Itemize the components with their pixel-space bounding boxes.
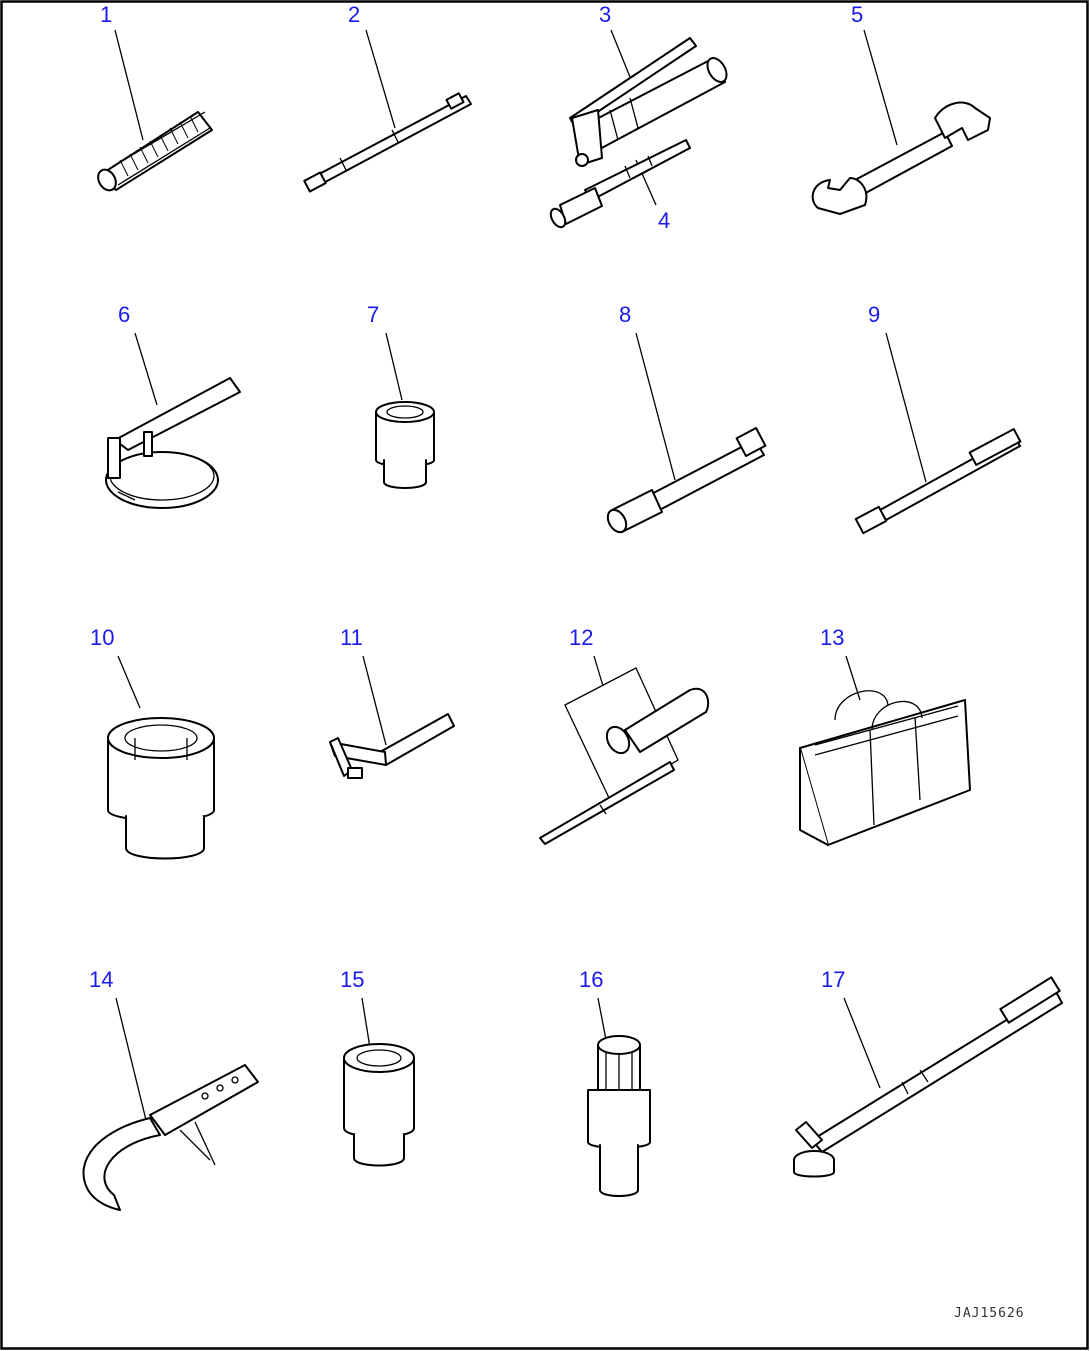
tool-4-nozzle <box>549 139 691 229</box>
callout-10: 10 <box>90 625 114 650</box>
callout-9: 9 <box>868 302 880 327</box>
tool-17-torque-handle <box>793 976 1063 1178</box>
tool-8-socket-handle <box>606 427 767 534</box>
tool-2-extension-rod <box>303 92 472 193</box>
callout-6: 6 <box>118 302 130 327</box>
tool-9-hex-bar <box>854 428 1022 535</box>
callout-8: 8 <box>619 302 631 327</box>
tool-5-wrench <box>811 101 991 215</box>
leader-lines <box>114 29 927 1121</box>
callout-13: 13 <box>820 625 844 650</box>
document-id: JAJ15626 <box>954 1306 1025 1321</box>
callout-15: 15 <box>340 967 364 992</box>
callout-7: 7 <box>367 302 379 327</box>
tool-3-grease-gun <box>569 37 728 167</box>
tool-12-screwdriver <box>539 667 710 845</box>
tool-7-socket <box>375 401 435 489</box>
tool-11-l-wrench <box>329 713 455 779</box>
callout-11: 11 <box>340 625 363 650</box>
tool-13-tool-bag <box>799 690 971 846</box>
tool-6-filter-wrench <box>105 377 241 509</box>
tool-16-spline-adapter <box>587 1035 651 1197</box>
tool-15-socket <box>343 1043 415 1167</box>
callout-16: 16 <box>579 967 603 992</box>
callout-3: 3 <box>599 2 611 27</box>
tool-14-hook-wrench <box>82 1064 259 1211</box>
callout-17: 17 <box>821 967 845 992</box>
callout-12: 12 <box>569 625 593 650</box>
tool-10-large-socket <box>107 717 215 860</box>
callout-14: 14 <box>89 967 113 992</box>
tool-1-coil <box>97 111 213 192</box>
callout-4: 4 <box>658 208 670 233</box>
callout-2: 2 <box>348 2 360 27</box>
callouts: 1 2 3 4 5 6 7 8 9 10 11 12 13 14 15 16 1… <box>89 2 880 992</box>
callout-1: 1 <box>100 2 112 27</box>
callout-5: 5 <box>851 2 863 27</box>
